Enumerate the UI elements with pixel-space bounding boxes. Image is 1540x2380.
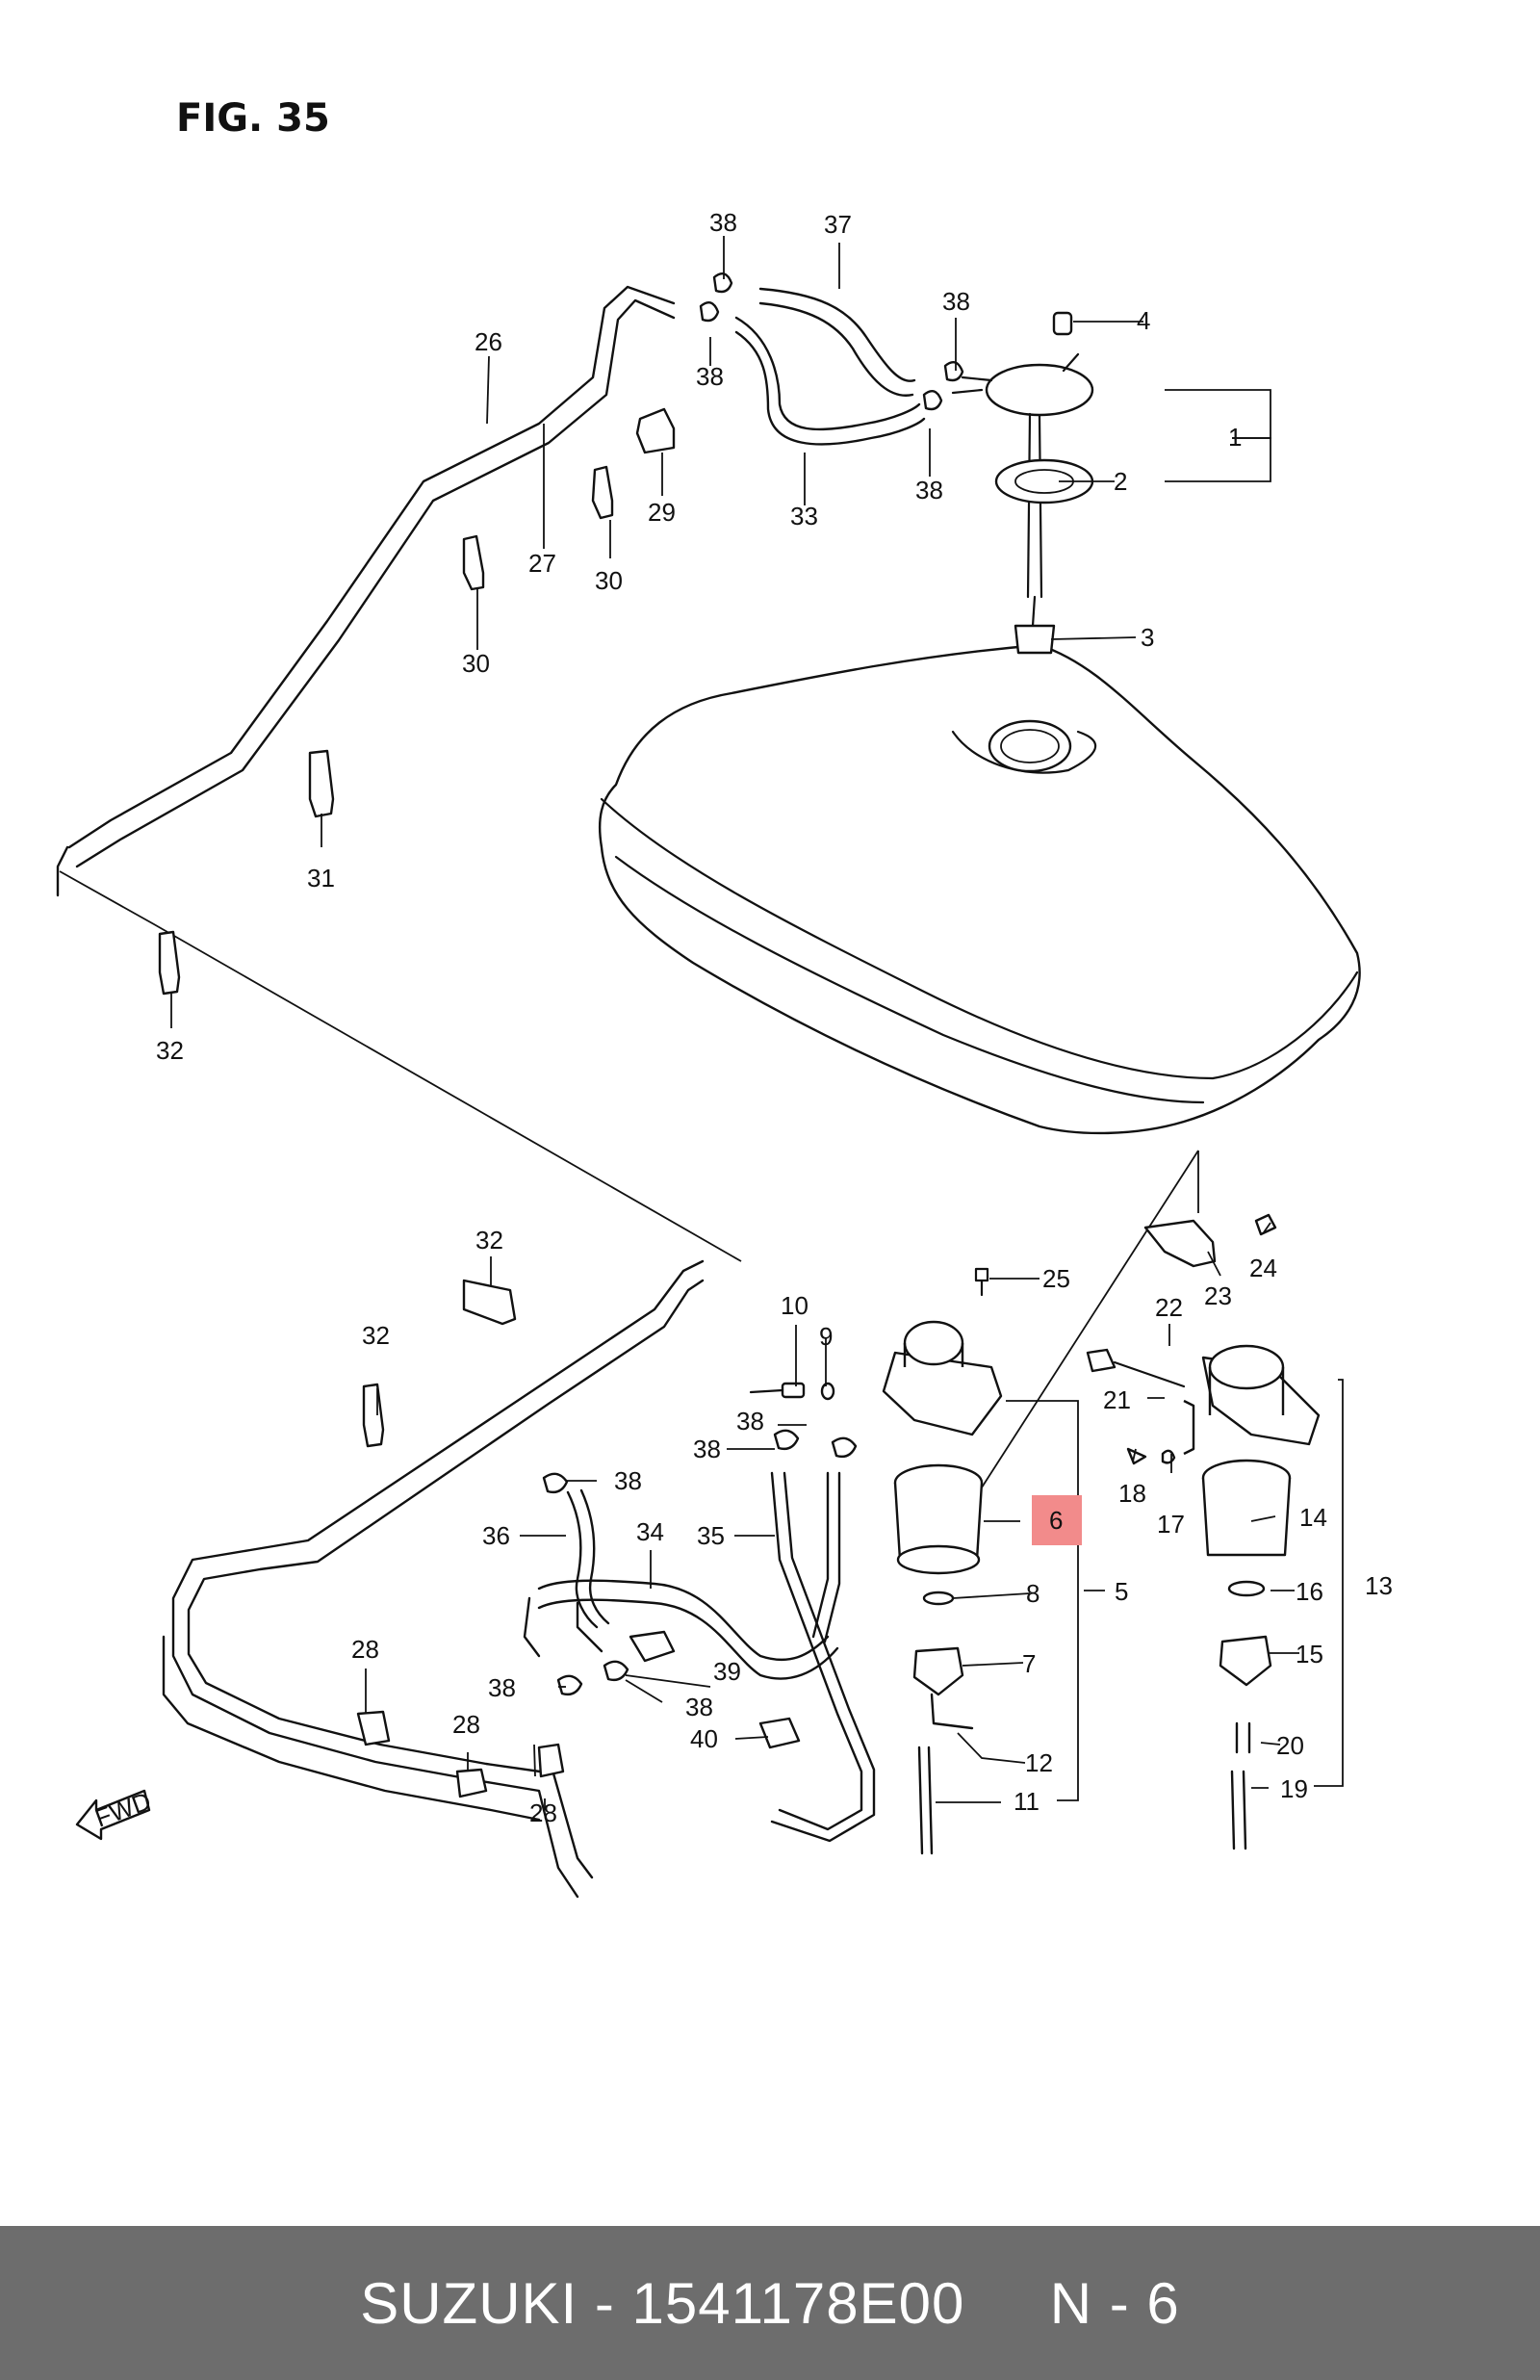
hose-36	[566, 1488, 610, 1629]
callout-26: 26	[475, 327, 502, 356]
fuel-pipe-26	[56, 285, 676, 897]
callout-35: 35	[697, 1521, 725, 1550]
callout-18: 18	[1118, 1479, 1146, 1508]
callout-6: 6	[1049, 1506, 1063, 1535]
callout-20: 20	[1276, 1731, 1304, 1760]
guide-line-tank	[981, 1150, 1199, 1488]
callout-36: 36	[482, 1521, 510, 1550]
callout-30: 30	[595, 566, 623, 595]
callout-5: 5	[1115, 1577, 1128, 1606]
callout-38: 38	[736, 1407, 764, 1436]
callout-22: 22	[1155, 1293, 1183, 1322]
callout-29: 29	[648, 498, 676, 527]
callout-37: 37	[824, 210, 852, 239]
fwd-label: FWD	[91, 1786, 155, 1832]
clamps-28	[356, 1710, 565, 1798]
callout-38: 38	[915, 476, 943, 504]
callout-27: 27	[528, 549, 556, 578]
callout-32: 32	[475, 1226, 503, 1255]
callout-33: 33	[790, 502, 818, 530]
callout-38: 38	[696, 362, 724, 391]
callout-38: 38	[488, 1673, 516, 1702]
callout-3: 3	[1141, 623, 1154, 652]
leader-lines	[170, 236, 1344, 1810]
hose-34	[523, 1579, 839, 1680]
fuel-filter-assembly-13	[1086, 1213, 1321, 1850]
hose-35	[770, 1471, 876, 1843]
callout-16: 16	[1296, 1577, 1323, 1606]
callout-38: 38	[614, 1466, 642, 1495]
callout-1: 1	[1228, 423, 1242, 452]
fuel-filter-assembly	[749, 1267, 1003, 1855]
fuel-pipe-27	[162, 1259, 705, 1899]
callout-38: 38	[693, 1435, 721, 1463]
callout-8: 8	[1026, 1579, 1040, 1608]
callout-11: 11	[1014, 1787, 1040, 1816]
highlight-box-6	[1032, 1495, 1082, 1545]
callout-7: 7	[1022, 1649, 1036, 1678]
callout-21: 21	[1103, 1385, 1131, 1414]
clamps	[158, 407, 676, 1448]
callout-28: 28	[529, 1798, 557, 1827]
callout-4: 4	[1137, 306, 1150, 335]
clip-38-top	[699, 272, 964, 411]
figure-title: FIG. 35	[176, 96, 330, 141]
hose-33	[734, 316, 926, 446]
callout-39: 39	[713, 1657, 741, 1686]
callout-13: 13	[1365, 1571, 1393, 1600]
clips-lower	[542, 1429, 858, 1749]
callout-9: 9	[819, 1322, 833, 1351]
callout-24: 24	[1249, 1254, 1277, 1282]
callout-38: 38	[709, 208, 737, 237]
callout-38: 38	[942, 287, 970, 316]
callout-17: 17	[1157, 1510, 1185, 1539]
fuel-tank	[598, 643, 1361, 1135]
callout-25: 25	[1042, 1264, 1070, 1293]
callout-30: 30	[462, 649, 490, 678]
callout-40: 40	[690, 1724, 718, 1753]
callout-34: 34	[636, 1517, 664, 1546]
callout-32: 32	[156, 1036, 184, 1065]
callout-32: 32	[362, 1321, 390, 1350]
fuel-system-diagram: FIG. 35	[56, 96, 1393, 1899]
callout-23: 23	[1204, 1281, 1232, 1310]
callout-15: 15	[1296, 1640, 1323, 1669]
guide-line	[59, 870, 742, 1262]
hose-37	[758, 287, 916, 397]
callout-labels: 38 37 38 38 4 1 26 29 33 38 2 27 30 30 3…	[156, 208, 1393, 1827]
callout-12: 12	[1025, 1748, 1053, 1777]
callout-31: 31	[307, 864, 335, 892]
fwd-arrow-icon: FWD	[75, 1786, 155, 1841]
callout-10: 10	[781, 1291, 808, 1320]
part-number-caption: SUZUKI - 1541178E00 N - 6	[360, 2270, 1180, 2336]
callout-14: 14	[1299, 1503, 1327, 1532]
callout-38: 38	[685, 1693, 713, 1721]
callout-28: 28	[452, 1710, 480, 1739]
footer-bar: SUZUKI - 1541178E00 N - 6	[0, 2226, 1540, 2380]
callout-19: 19	[1280, 1774, 1308, 1803]
callout-2: 2	[1114, 467, 1127, 496]
fuel-sender-unit	[951, 311, 1094, 655]
callout-28: 28	[351, 1635, 379, 1664]
